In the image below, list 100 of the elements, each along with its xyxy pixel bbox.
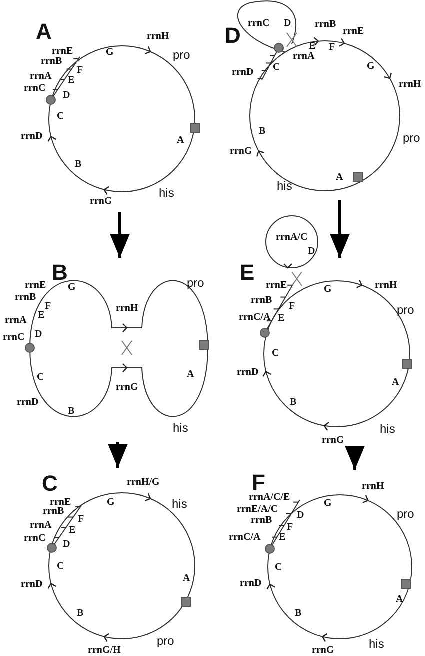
gene-label: E xyxy=(68,76,75,86)
gene-label: rrnA xyxy=(30,521,52,531)
gene-label: rrnG/H xyxy=(88,646,121,656)
gene-label: rrnH/G xyxy=(127,478,160,488)
gene-label: A xyxy=(177,136,184,146)
gene-label: G xyxy=(106,48,114,58)
gene-label: D xyxy=(284,19,292,29)
gene-label: B xyxy=(259,127,266,137)
gene-label: E xyxy=(69,526,76,536)
arrow xyxy=(345,446,365,470)
gene-label: his xyxy=(172,498,188,510)
gene-label: rrnE xyxy=(52,47,74,57)
gene-label: rrnH xyxy=(399,80,422,90)
gene-label: F xyxy=(329,43,336,53)
panel-letter: E xyxy=(240,262,255,284)
gene-label: his xyxy=(173,422,188,434)
gene-label: E xyxy=(309,42,316,52)
gene-label: his xyxy=(369,638,384,650)
gene-label: rrnC xyxy=(24,84,46,94)
gene-label: F xyxy=(287,523,294,533)
gene-label: A xyxy=(336,173,344,183)
gene-label: rrnB xyxy=(15,293,36,303)
panel-letter: F xyxy=(252,472,266,494)
gene-label: rrnE xyxy=(25,281,46,291)
gene-label: his xyxy=(380,423,396,435)
gene-label: rrnC/A xyxy=(229,533,261,543)
gene-label: A xyxy=(396,595,404,605)
gene-label: his xyxy=(159,187,174,199)
gene-label: rrnG xyxy=(322,436,344,446)
gene-label: pro xyxy=(397,304,414,316)
gene-label: pro xyxy=(187,277,204,289)
gene-label: rrnE xyxy=(50,498,72,508)
gene-label: rrnA xyxy=(30,72,52,82)
gene-label: rrnB xyxy=(251,296,272,306)
gene-label: rrnC xyxy=(248,19,270,29)
gene-label: rrnD xyxy=(232,68,254,78)
gene-label: F xyxy=(289,302,296,312)
gene-label: B xyxy=(75,160,82,170)
gene-label: rrnH xyxy=(362,482,384,492)
gene-label: F xyxy=(45,302,52,312)
gene-label: D xyxy=(63,540,70,550)
gene-label: rrnB xyxy=(251,516,272,526)
gene-label: B xyxy=(68,407,75,417)
gene-label: B xyxy=(290,398,297,408)
gene-label: rrnG xyxy=(230,147,252,157)
gene-label: pro xyxy=(173,49,190,61)
gene-label: G xyxy=(107,498,115,508)
gene-label: rrnD xyxy=(21,580,43,590)
gene-label: E xyxy=(38,311,45,321)
gene-label: E xyxy=(278,314,285,324)
gene-label: rrnG xyxy=(90,197,112,207)
gene-label: C xyxy=(272,349,280,359)
gene-label: his xyxy=(277,180,292,192)
panel-letter: C xyxy=(42,473,58,495)
panel-letter: D xyxy=(225,25,241,47)
gene-label: rrnA xyxy=(293,52,315,62)
gene-label: pro xyxy=(397,508,414,520)
gene-label: rrnD xyxy=(237,368,259,378)
gene-label: A xyxy=(392,378,400,388)
gene-label: rrnC xyxy=(24,534,46,544)
gene-label: rrnA/C xyxy=(276,233,308,243)
gene-label: A xyxy=(183,574,190,584)
gene-label: rrnB xyxy=(315,20,336,30)
gene-label: rrnG xyxy=(312,646,334,656)
gene-label: rrnH xyxy=(375,281,398,291)
gene-label: rrnD xyxy=(17,398,39,408)
gene-label: rrnE xyxy=(343,27,364,37)
gene-label: G xyxy=(68,283,76,293)
gene-label: rrnD xyxy=(240,579,262,589)
gene-label: C xyxy=(275,563,282,573)
gene-label: rrnH xyxy=(147,32,170,42)
gene-label: D xyxy=(297,511,304,521)
gene-label: B xyxy=(295,609,302,619)
panel-letter: B xyxy=(52,262,68,284)
gene-label: rrnE xyxy=(266,281,288,291)
gene-label: B xyxy=(77,609,84,619)
gene-label: D xyxy=(63,91,70,101)
gene-label: A xyxy=(187,370,194,380)
arrow xyxy=(108,442,128,468)
gene-label: D xyxy=(308,247,316,257)
gene-label: F xyxy=(78,515,84,525)
gene-label: rrnB xyxy=(41,57,62,67)
gene-label: G xyxy=(367,62,375,72)
gene-label: rrnB xyxy=(43,507,64,517)
gene-label: rrnD xyxy=(21,132,43,142)
gene-label: D xyxy=(35,330,42,340)
gene-label: G xyxy=(324,285,332,295)
gene-label: rrnC/A xyxy=(239,313,271,323)
gene-label: G xyxy=(324,499,332,509)
gene-label: F xyxy=(77,66,84,76)
gene-label: E xyxy=(279,533,286,543)
gene-label: C xyxy=(273,63,280,73)
gene-label: rrnA xyxy=(5,316,27,326)
gene-label: rrnE/A/C xyxy=(237,505,278,515)
gene-label: pro xyxy=(403,132,420,144)
gene-label: C xyxy=(37,373,44,383)
gene-label: rrnA/C/E xyxy=(249,493,290,503)
arrow xyxy=(110,212,130,258)
arrow xyxy=(330,200,350,258)
gene-label: C xyxy=(57,112,64,122)
